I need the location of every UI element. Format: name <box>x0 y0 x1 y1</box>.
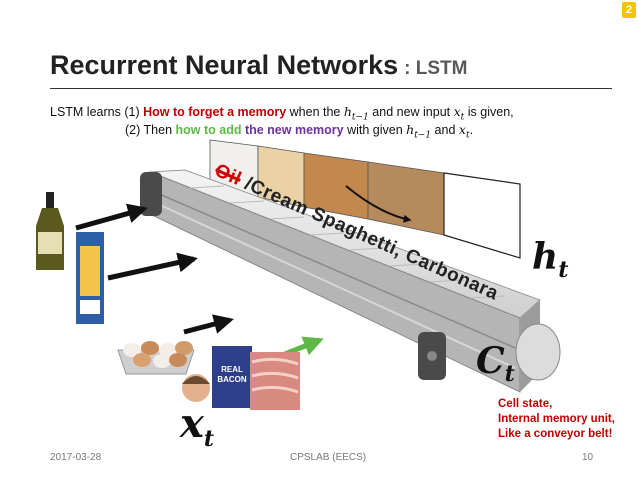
x-t-symbol: xt <box>180 400 215 452</box>
spaghetti-box-image <box>76 232 104 324</box>
x-symbol: xt <box>458 122 470 141</box>
h-prev-symbol: ht−1 <box>406 122 432 141</box>
svg-text:REAL: REAL <box>221 365 243 374</box>
conveyor-belt <box>140 169 561 393</box>
bacon-pack-image: REAL BACON <box>212 346 300 410</box>
description-line-2: (2) Then how to add the new memory with … <box>125 122 474 141</box>
title-rule <box>50 88 612 89</box>
input-arrow-spaghetti <box>107 252 198 281</box>
cell-state-note: Cell state, Internal memory unit, Like a… <box>498 398 615 440</box>
face-image <box>182 374 210 402</box>
c-t-symbol: Ct <box>476 340 515 388</box>
description-line-1: LSTM learns (1) How to forget a memory w… <box>50 104 514 123</box>
slide-badge: 2 <box>622 2 636 18</box>
strip-arrow <box>345 185 412 223</box>
title-sub: : LSTM <box>404 58 468 79</box>
input-arrow-oil <box>75 203 148 231</box>
forget-phrase: How to forget a memory <box>143 105 287 119</box>
x-symbol: xt <box>453 104 465 123</box>
input-arrow-eggs <box>183 314 234 335</box>
title-main: Recurrent Neural Networks <box>50 50 399 80</box>
svg-text:BACON: BACON <box>217 375 247 384</box>
oil-bottle-image <box>36 192 64 270</box>
footer-date: 2017-03-28 <box>50 452 102 463</box>
strip-cell-dough <box>367 161 445 236</box>
eggs-image <box>117 341 195 375</box>
footer-page-number: 10 <box>582 452 594 463</box>
how-to-add-phrase: how to add <box>175 123 242 137</box>
slide-title: Recurrent Neural Networks: LSTM <box>50 50 467 81</box>
new-memory-phrase: the new memory <box>244 123 344 137</box>
strip-cell-empty <box>443 172 521 259</box>
memory-strip <box>209 139 521 259</box>
footer-lab: CPSLAB (EECS) <box>290 452 367 463</box>
h-prev-symbol: ht−1 <box>343 104 369 123</box>
h-t-symbol: ht <box>532 236 569 284</box>
